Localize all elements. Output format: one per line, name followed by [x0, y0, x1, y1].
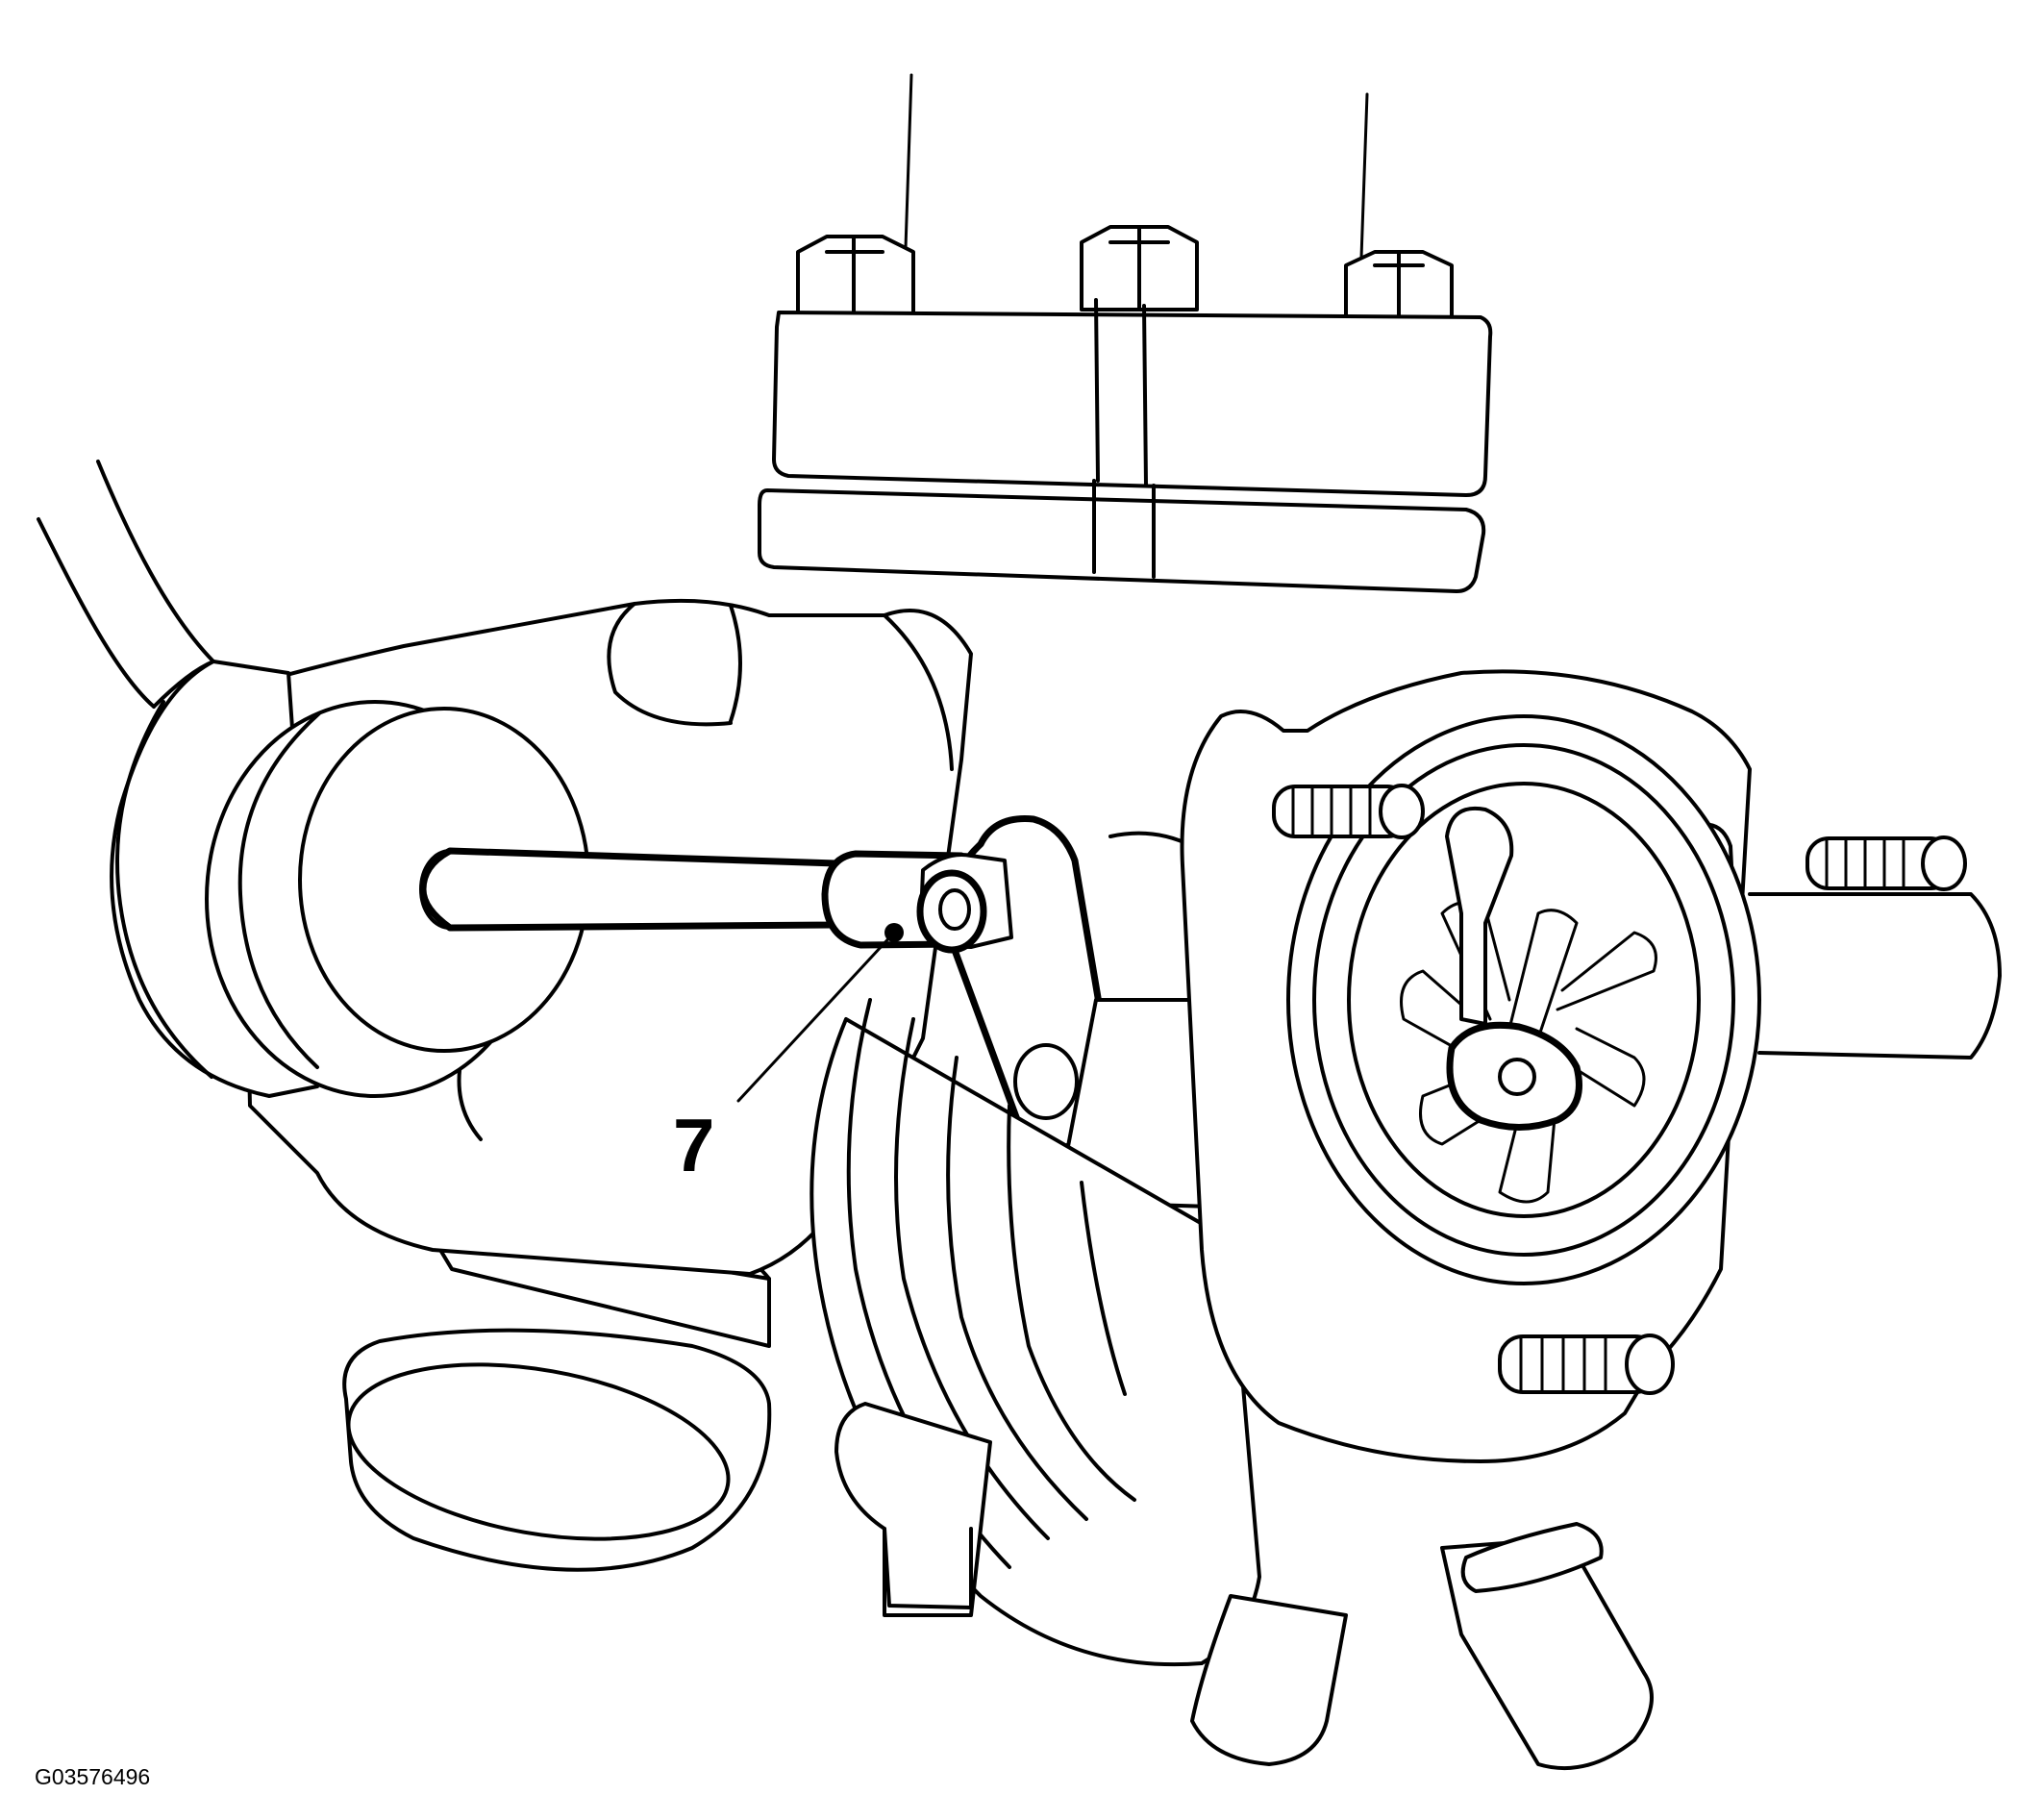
- callout-label-7: 7: [673, 1103, 714, 1187]
- stud-upper-left: [1272, 784, 1425, 839]
- stud-leader-lines: [904, 73, 1369, 260]
- compressor-inlet-inner: [1347, 782, 1701, 1218]
- flange-upper-plate: [772, 311, 1493, 497]
- compressor-bracket: [1445, 806, 1514, 1026]
- lever-pivot: [1013, 1043, 1079, 1120]
- wastegate-lever: [916, 815, 1123, 1154]
- compressor-housing: [1180, 669, 2002, 1463]
- flange-lower-plate: [758, 488, 1486, 593]
- figure-id: G03576496: [35, 1764, 150, 1789]
- exhaust-flange: [758, 225, 1493, 593]
- flange-nut-left: [796, 235, 915, 324]
- lower-outlets: [834, 1402, 1654, 1771]
- compressor-inlet-ring: [1312, 743, 1735, 1257]
- flange-nut-center: [1080, 225, 1199, 312]
- stud-right: [1805, 835, 1967, 891]
- compressor-inlet-outer: [1286, 714, 1761, 1285]
- hose-upper-left: [37, 460, 215, 709]
- stud-lower: [1498, 1334, 1675, 1395]
- callout-leader-line: [736, 931, 896, 1103]
